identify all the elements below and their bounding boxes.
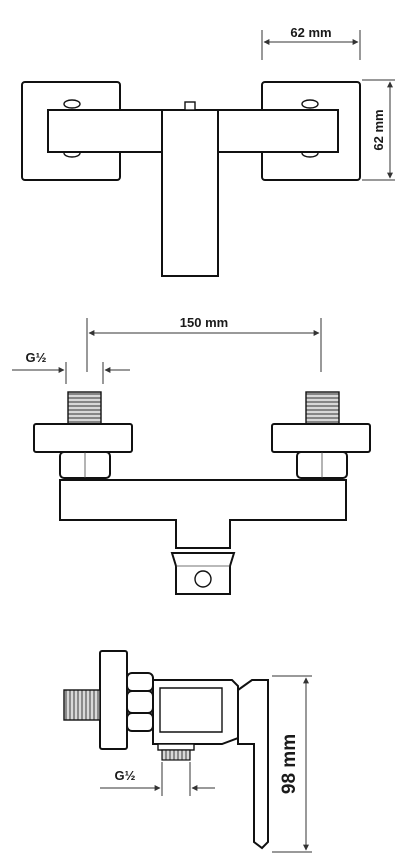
side-height-dimension: 98 mm (272, 675, 312, 853)
top-height-label: 62 mm (371, 109, 386, 150)
front-thread-dimension: G½ (12, 350, 130, 384)
side-view: G½ 98 mm (63, 650, 312, 853)
side-thread-label: G½ (115, 768, 136, 783)
side-wall-flange (99, 650, 128, 750)
outlet-hole (194, 570, 212, 588)
right-nut-top (301, 99, 319, 109)
front-view: 150 mm G½ (12, 315, 371, 595)
side-lever-handle (237, 679, 269, 850)
side-thread-dimension: G½ (100, 762, 215, 796)
top-view: 62 mm 62 mm (21, 25, 395, 277)
right-flange (271, 423, 371, 453)
side-outlet-thread (161, 749, 191, 761)
right-threaded-stem (305, 391, 340, 425)
top-spindle-nub (184, 101, 196, 111)
side-body-inner (159, 687, 223, 733)
top-height-dimension: 62 mm (362, 79, 395, 181)
spacing-dimension: 150 mm (86, 315, 322, 372)
front-thread-label: G½ (26, 350, 47, 365)
side-outlet (157, 743, 195, 751)
side-nut-mid (126, 690, 154, 714)
spacing-label: 150 mm (180, 315, 228, 330)
left-nut-top (63, 99, 81, 109)
left-threaded-stem (67, 391, 102, 425)
top-width-dimension: 62 mm (261, 25, 361, 60)
side-height-label: 98 mm (279, 734, 300, 794)
top-center-block (161, 109, 219, 277)
side-threaded-pipe (63, 689, 101, 721)
front-body (59, 479, 347, 549)
side-nut-bottom (126, 712, 154, 732)
top-width-label: 62 mm (290, 25, 331, 40)
side-nut-top (126, 672, 154, 692)
left-flange (33, 423, 133, 453)
